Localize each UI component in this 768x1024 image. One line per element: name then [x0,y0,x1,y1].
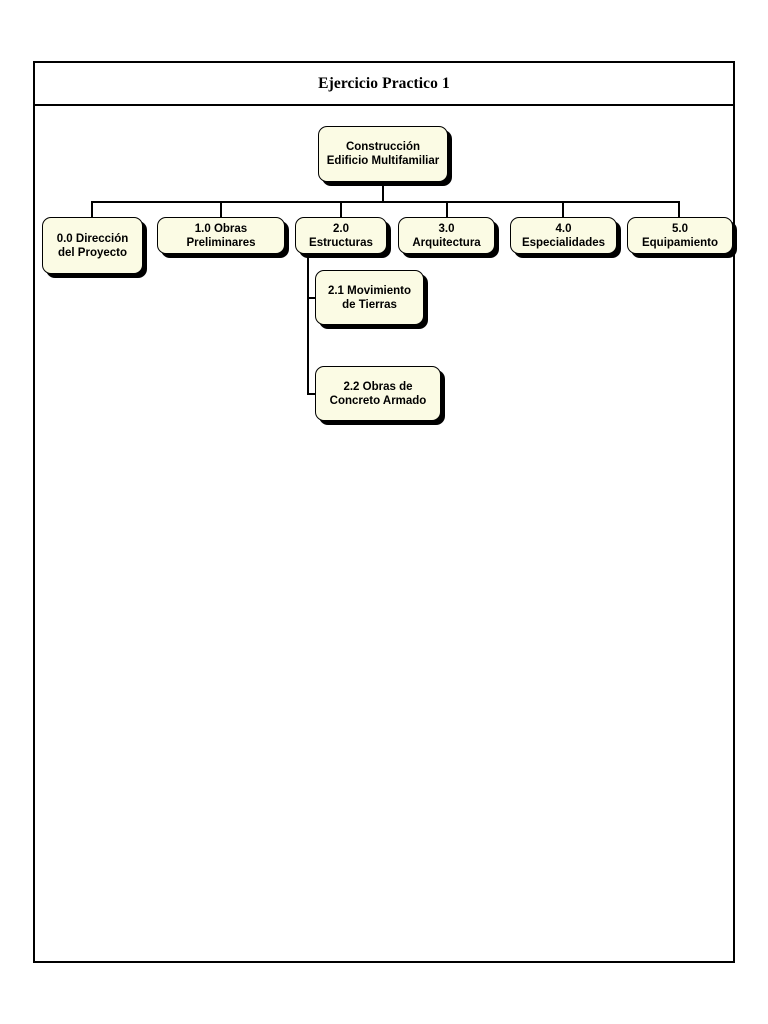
page-title: Ejercicio Practico 1 [318,74,450,92]
node-label: 5.0 Equipamiento [641,222,719,249]
node-label: 4.0 Especialidades [521,222,606,249]
wbs-node-2-0[interactable]: 2.0 Estructuras [295,217,387,254]
wbs-diagram-canvas: Construcción Edificio Multifamiliar 0.0 D… [35,106,733,961]
node-label: 1.0 Obras Preliminares [186,222,256,249]
connector-drop-2 [340,201,342,217]
connector-root-stem [382,182,384,201]
wbs-node-3-0[interactable]: 3.0 Arquitectura [398,217,495,254]
connector-drop-0 [91,201,93,217]
wbs-node-1-0[interactable]: 1.0 Obras Preliminares [157,217,285,254]
connector-drop-4 [562,201,564,217]
connector-elbow-stub-1 [307,393,316,395]
connector-drop-3 [446,201,448,217]
wbs-node-root[interactable]: Construcción Edificio Multifamiliar [318,126,448,182]
connector-elbow-trunk [307,254,309,394]
node-label: 3.0 Arquitectura [412,222,481,249]
connector-drop-5 [678,201,680,217]
node-label: 2.0 Estructuras [309,222,373,249]
wbs-node-5-0[interactable]: 5.0 Equipamiento [627,217,733,254]
node-label: Construcción Edificio Multifamiliar [326,141,440,167]
wbs-node-0-0[interactable]: 0.0 Dirección del Proyecto [42,217,143,274]
node-label: 2.2 Obras de Concreto Armado [329,380,427,407]
connector-elbow-stub-0 [307,297,316,299]
title-bar: Ejercicio Practico 1 [35,63,733,106]
node-label: 0.0 Dirección del Proyecto [56,232,129,259]
wbs-node-4-0[interactable]: 4.0 Especialidades [510,217,617,254]
wbs-node-2-1[interactable]: 2.1 Movimiento de Tierras [315,270,424,325]
wbs-node-2-2[interactable]: 2.2 Obras de Concreto Armado [315,366,441,421]
connector-drop-1 [220,201,222,217]
connector-horizontal-bus [91,201,678,203]
node-label: 2.1 Movimiento de Tierras [327,284,412,311]
document-frame: Ejercicio Practico 1 Construcción Edific… [33,61,735,963]
